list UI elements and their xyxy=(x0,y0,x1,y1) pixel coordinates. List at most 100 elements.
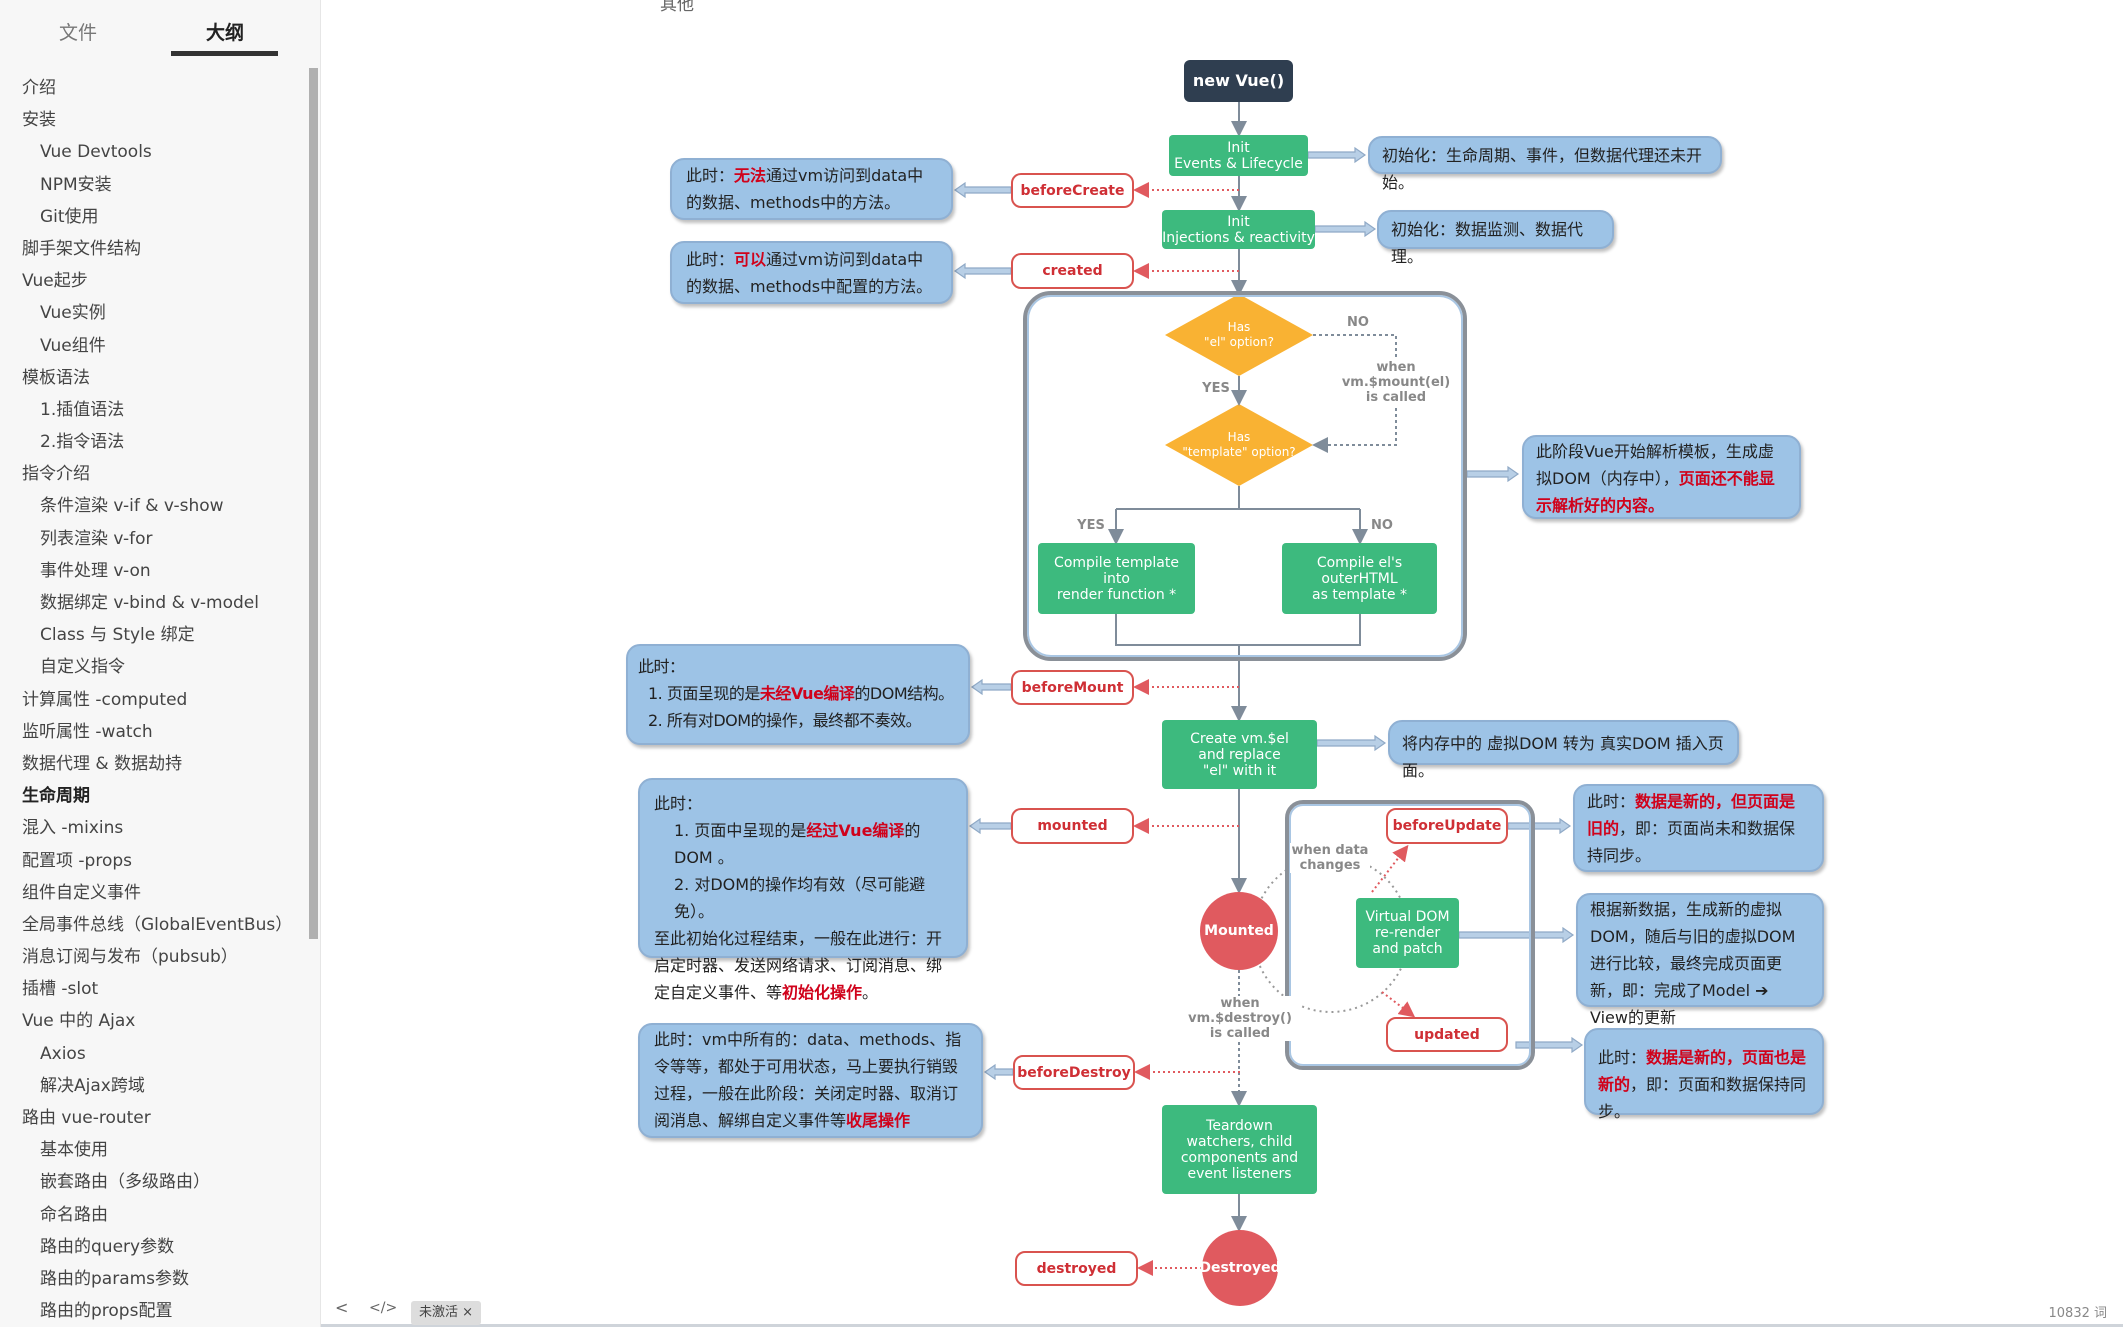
outline-item[interactable]: 配置项 -props xyxy=(22,850,132,871)
outline-item[interactable]: Class 与 Style 绑定 xyxy=(40,625,195,646)
note-line: 至此初始化过程结束，一般在此进行：开启定时器、发送网络请求、订阅消息、绑定自定义… xyxy=(654,925,952,1006)
node-line: and patch xyxy=(1372,941,1443,957)
outline-item[interactable]: Axios xyxy=(40,1043,86,1064)
outline-item[interactable]: 嵌套路由（多级路由） xyxy=(40,1172,210,1193)
sidebar-scrollbar[interactable] xyxy=(309,68,318,939)
outline-item[interactable]: 路由的query参数 xyxy=(40,1236,175,1257)
outline-item[interactable]: 数据代理 & 数据劫持 xyxy=(22,753,183,774)
note-line: 2. 对DOM的操作均有效（尽可能避免）。 xyxy=(654,871,952,925)
note-text: 的DOM 。 xyxy=(674,821,921,867)
note-text: 此时： xyxy=(686,250,735,269)
node-line: Injections & reactivity xyxy=(1162,229,1315,246)
outline-item[interactable]: 组件自定义事件 xyxy=(22,882,141,903)
note-text: 通过vm访问到data中的数据、methods中配置的方法。 xyxy=(686,250,933,296)
outline-item[interactable]: 列表渲染 v-for xyxy=(40,528,153,549)
outline-item[interactable]: 监听属性 -watch xyxy=(22,721,153,742)
note-text: 此时： xyxy=(686,166,735,185)
outline-item[interactable]: 模板语法 xyxy=(22,367,90,388)
outline-item[interactable]: 路由的props配置 xyxy=(40,1301,173,1322)
outline-item[interactable]: 生命周期 xyxy=(22,786,90,807)
note-highlight: 未经Vue编译 xyxy=(759,684,855,703)
outline-item[interactable]: Git使用 xyxy=(40,206,99,227)
hook-connector xyxy=(1381,991,1416,1018)
yes-label: YES xyxy=(1077,518,1105,533)
word-count: 10832 词 xyxy=(2048,1306,2108,1321)
outline-item[interactable]: 2.指令语法 xyxy=(40,432,125,453)
outline-item[interactable]: 路由 vue-router xyxy=(22,1108,151,1128)
new-vue-node: new Vue() xyxy=(1184,60,1293,102)
note-highlight: 收尾操作 xyxy=(846,1111,911,1130)
outline-item[interactable]: Vue实例 xyxy=(40,303,106,324)
note-line: 此时： xyxy=(654,790,952,817)
note-highlight: 经过Vue编译 xyxy=(806,821,905,840)
tab-files[interactable]: 文件 xyxy=(58,22,97,44)
node-line: Create vm.$el xyxy=(1190,730,1289,747)
node-line: Init xyxy=(1227,139,1250,156)
outline-item[interactable]: 事件处理 v-on xyxy=(40,560,151,581)
note-mounted: 此时：1. 页面中呈现的是经过Vue编译的DOM 。2. 对DOM的操作均有效（… xyxy=(638,778,968,1002)
node-line: Init xyxy=(1227,213,1250,230)
note-line: 将内存中的 虚拟DOM 转为 真实DOM 插入页面。 xyxy=(1402,730,1725,784)
outline-item[interactable]: 计算属性 -computed xyxy=(22,689,188,710)
note-updated: 此时：数据是新的，页面也是新的，即：页面和数据保持同步。 xyxy=(1584,1028,1824,1121)
has-template-diamond-label: Has "template" option? xyxy=(1165,428,1313,462)
note-line: 此阶段Vue开始解析模板，生成虚拟DOM（内存中），页面还不能显示解析好的内容。 xyxy=(1536,438,1787,519)
outline-item[interactable]: 数据绑定 v-bind & v-model xyxy=(40,593,259,613)
note-text: 初始化：生命周期、事件，但数据代理还未开始。 xyxy=(1382,146,1703,192)
hook-before-create: beforeCreate xyxy=(1011,173,1134,208)
label-line: changes xyxy=(1299,858,1361,873)
hook-destroyed: destroyed xyxy=(1015,1251,1138,1286)
decision-diamond xyxy=(1165,404,1313,486)
init-injections-node: Init Injections & reactivity xyxy=(1162,210,1315,249)
hook-connector xyxy=(1371,844,1409,893)
outline-item[interactable]: 混入 -mixins xyxy=(22,818,124,839)
outline-item[interactable]: 1.插值语法 xyxy=(40,399,125,420)
outline-item[interactable]: Vue组件 xyxy=(40,335,106,356)
outline-item[interactable]: 解决Ajax跨域 xyxy=(40,1075,145,1096)
label-line: vm.$mount(el) xyxy=(1341,375,1451,390)
outline-item[interactable]: 自定义指令 xyxy=(40,657,125,678)
outline-item[interactable]: 命名路由 xyxy=(40,1204,108,1225)
note-before-update: 此时：数据是新的，但页面是旧的，即：页面尚未和数据保持同步。 xyxy=(1573,784,1824,872)
note-text: 此时： xyxy=(1587,792,1636,811)
outline-item[interactable]: NPM安装 xyxy=(40,174,112,195)
outline-item[interactable]: 基本使用 xyxy=(40,1140,108,1161)
outline-item[interactable]: Vue Devtools xyxy=(40,142,152,163)
note-text: 此时： xyxy=(638,657,685,676)
node-line: Virtual DOM xyxy=(1365,909,1450,925)
note-text: 通过vm访问到data中的数据、methods中的方法。 xyxy=(686,166,924,212)
outline-item[interactable]: 介绍 xyxy=(22,78,56,98)
note-text: 此阶段Vue开始解析模板，生成虚拟DOM（内存中）， xyxy=(1536,442,1774,488)
partial-heading: 其他 xyxy=(660,0,694,15)
outline-item[interactable]: 脚手架文件结构 xyxy=(22,238,141,259)
outline-item[interactable]: 安装 xyxy=(22,110,56,131)
status-tag[interactable]: 未激活 × xyxy=(411,1301,482,1325)
outline-item[interactable]: 指令介绍 xyxy=(22,464,90,485)
node-line: components and xyxy=(1180,1149,1299,1166)
outline-item[interactable]: 全局事件总线（GlobalEventBus） xyxy=(22,914,293,935)
outline-item[interactable]: 消息订阅与发布（pubsub） xyxy=(22,947,238,968)
note-text: 此时： xyxy=(1598,1048,1647,1067)
callout-arrow xyxy=(1466,465,1520,483)
node-line: "el" with it xyxy=(1202,762,1277,779)
source-mode-button[interactable]: </> xyxy=(369,1300,398,1316)
has-el-diamond-label: Has "el" option? xyxy=(1170,318,1308,352)
callout-arrow xyxy=(1316,734,1387,752)
outline-item[interactable]: Vue 中的 Ajax xyxy=(22,1011,136,1032)
label-line: is called xyxy=(1365,390,1427,405)
outline-item[interactable]: 路由的params参数 xyxy=(40,1268,190,1289)
hook-before-update: beforeUpdate xyxy=(1386,808,1508,844)
tab-outline[interactable]: 大纲 xyxy=(205,22,244,44)
note-patch: 根据新数据，生成新的虚拟DOM，随后与旧的虚拟DOM进行比较，最终完成页面更新，… xyxy=(1576,893,1824,1027)
node-line: Has xyxy=(1227,430,1251,444)
outline-item[interactable]: 插槽 -slot xyxy=(22,979,99,1000)
note-line: 此时：可以通过vm访问到data中的数据、methods中配置的方法。 xyxy=(686,246,937,300)
node-line: outerHTML xyxy=(1321,570,1398,587)
back-button[interactable]: < xyxy=(335,1298,349,1317)
note-before-mount: 此时：1. 页面呈现的是未经Vue编译的DOM结构。2. 所有对DOM的操作，最… xyxy=(626,644,970,745)
callout-arrow xyxy=(968,817,1012,835)
outline-item[interactable]: Vue起步 xyxy=(22,271,88,292)
when-mount-label: when vm.$mount(el) is called xyxy=(1340,360,1452,405)
outline-item[interactable]: 条件渲染 v-if & v-show xyxy=(40,496,224,517)
